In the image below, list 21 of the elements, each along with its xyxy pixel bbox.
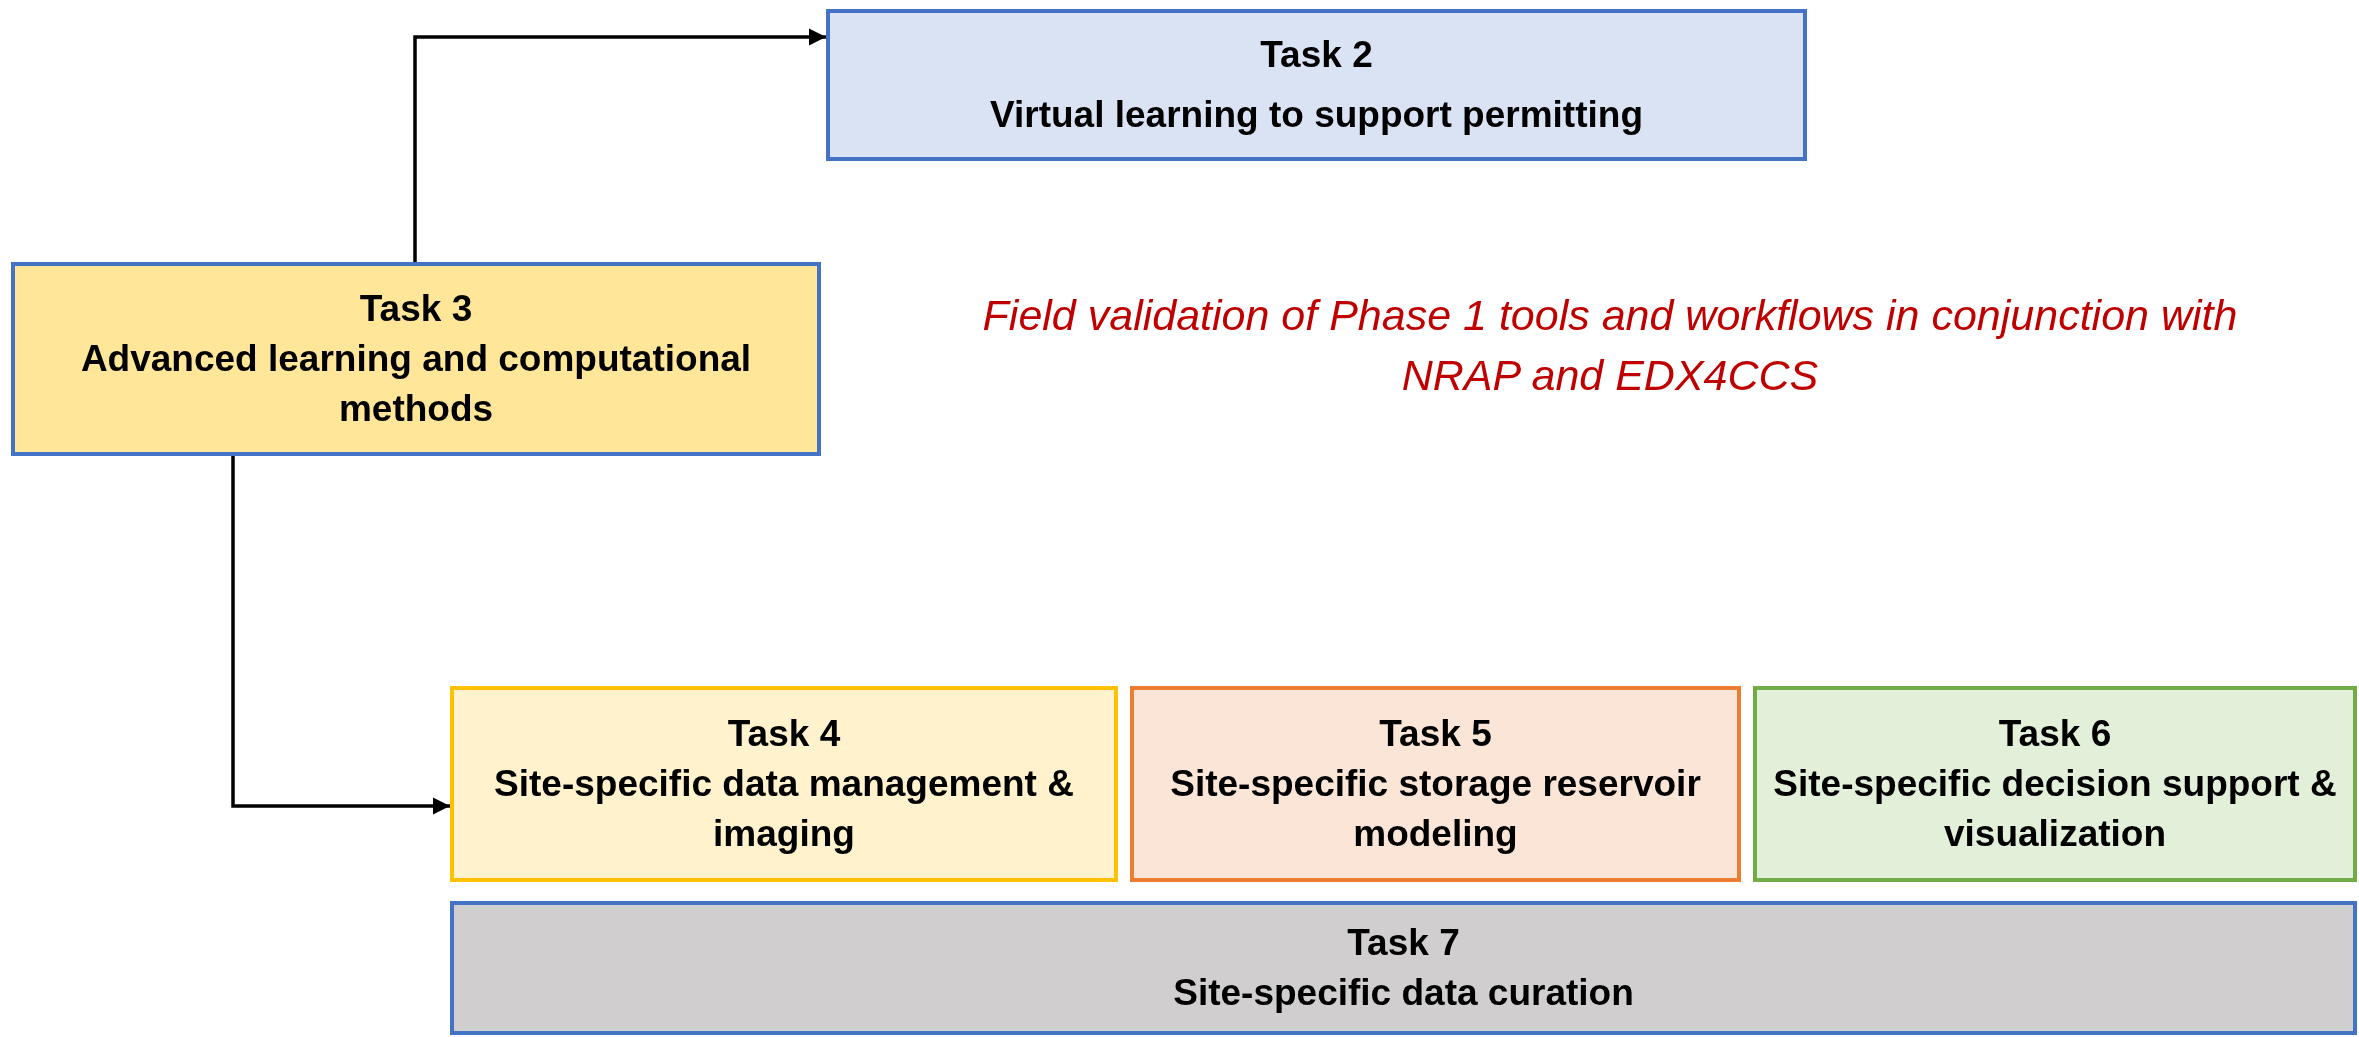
task-description: Site-specific data management & imaging bbox=[493, 762, 1075, 856]
note-text: Field validation of Phase 1 tools and workflows in conjunction with NRAP and EDX4CCS bbox=[981, 290, 2239, 402]
task-box bbox=[1753, 686, 2357, 882]
task-box bbox=[826, 9, 1807, 161]
task-title: Task 2 bbox=[1260, 33, 1373, 78]
connector-arrow bbox=[413, 28, 826, 262]
task-box bbox=[450, 686, 1118, 882]
task-description: Advanced learning and computational methods bbox=[79, 337, 753, 431]
task-title: Task 6 bbox=[1998, 712, 2112, 757]
task-box bbox=[1130, 686, 1741, 882]
task-title: Task 4 bbox=[727, 712, 841, 757]
task-description: Site-specific data curation bbox=[1173, 971, 1634, 1015]
task-title: Task 3 bbox=[359, 287, 473, 332]
task-description: Site-specific decision support & visualization bbox=[1772, 762, 2338, 856]
task-description: Virtual learning to support permitting bbox=[990, 93, 1643, 137]
task-box bbox=[450, 901, 2357, 1035]
connector-arrow bbox=[231, 456, 450, 815]
task-title: Task 5 bbox=[1379, 712, 1492, 757]
task-box bbox=[11, 262, 821, 456]
task-title: Task 7 bbox=[1347, 921, 1460, 966]
task-description: Site-specific storage reservoir modeling bbox=[1169, 762, 1702, 856]
